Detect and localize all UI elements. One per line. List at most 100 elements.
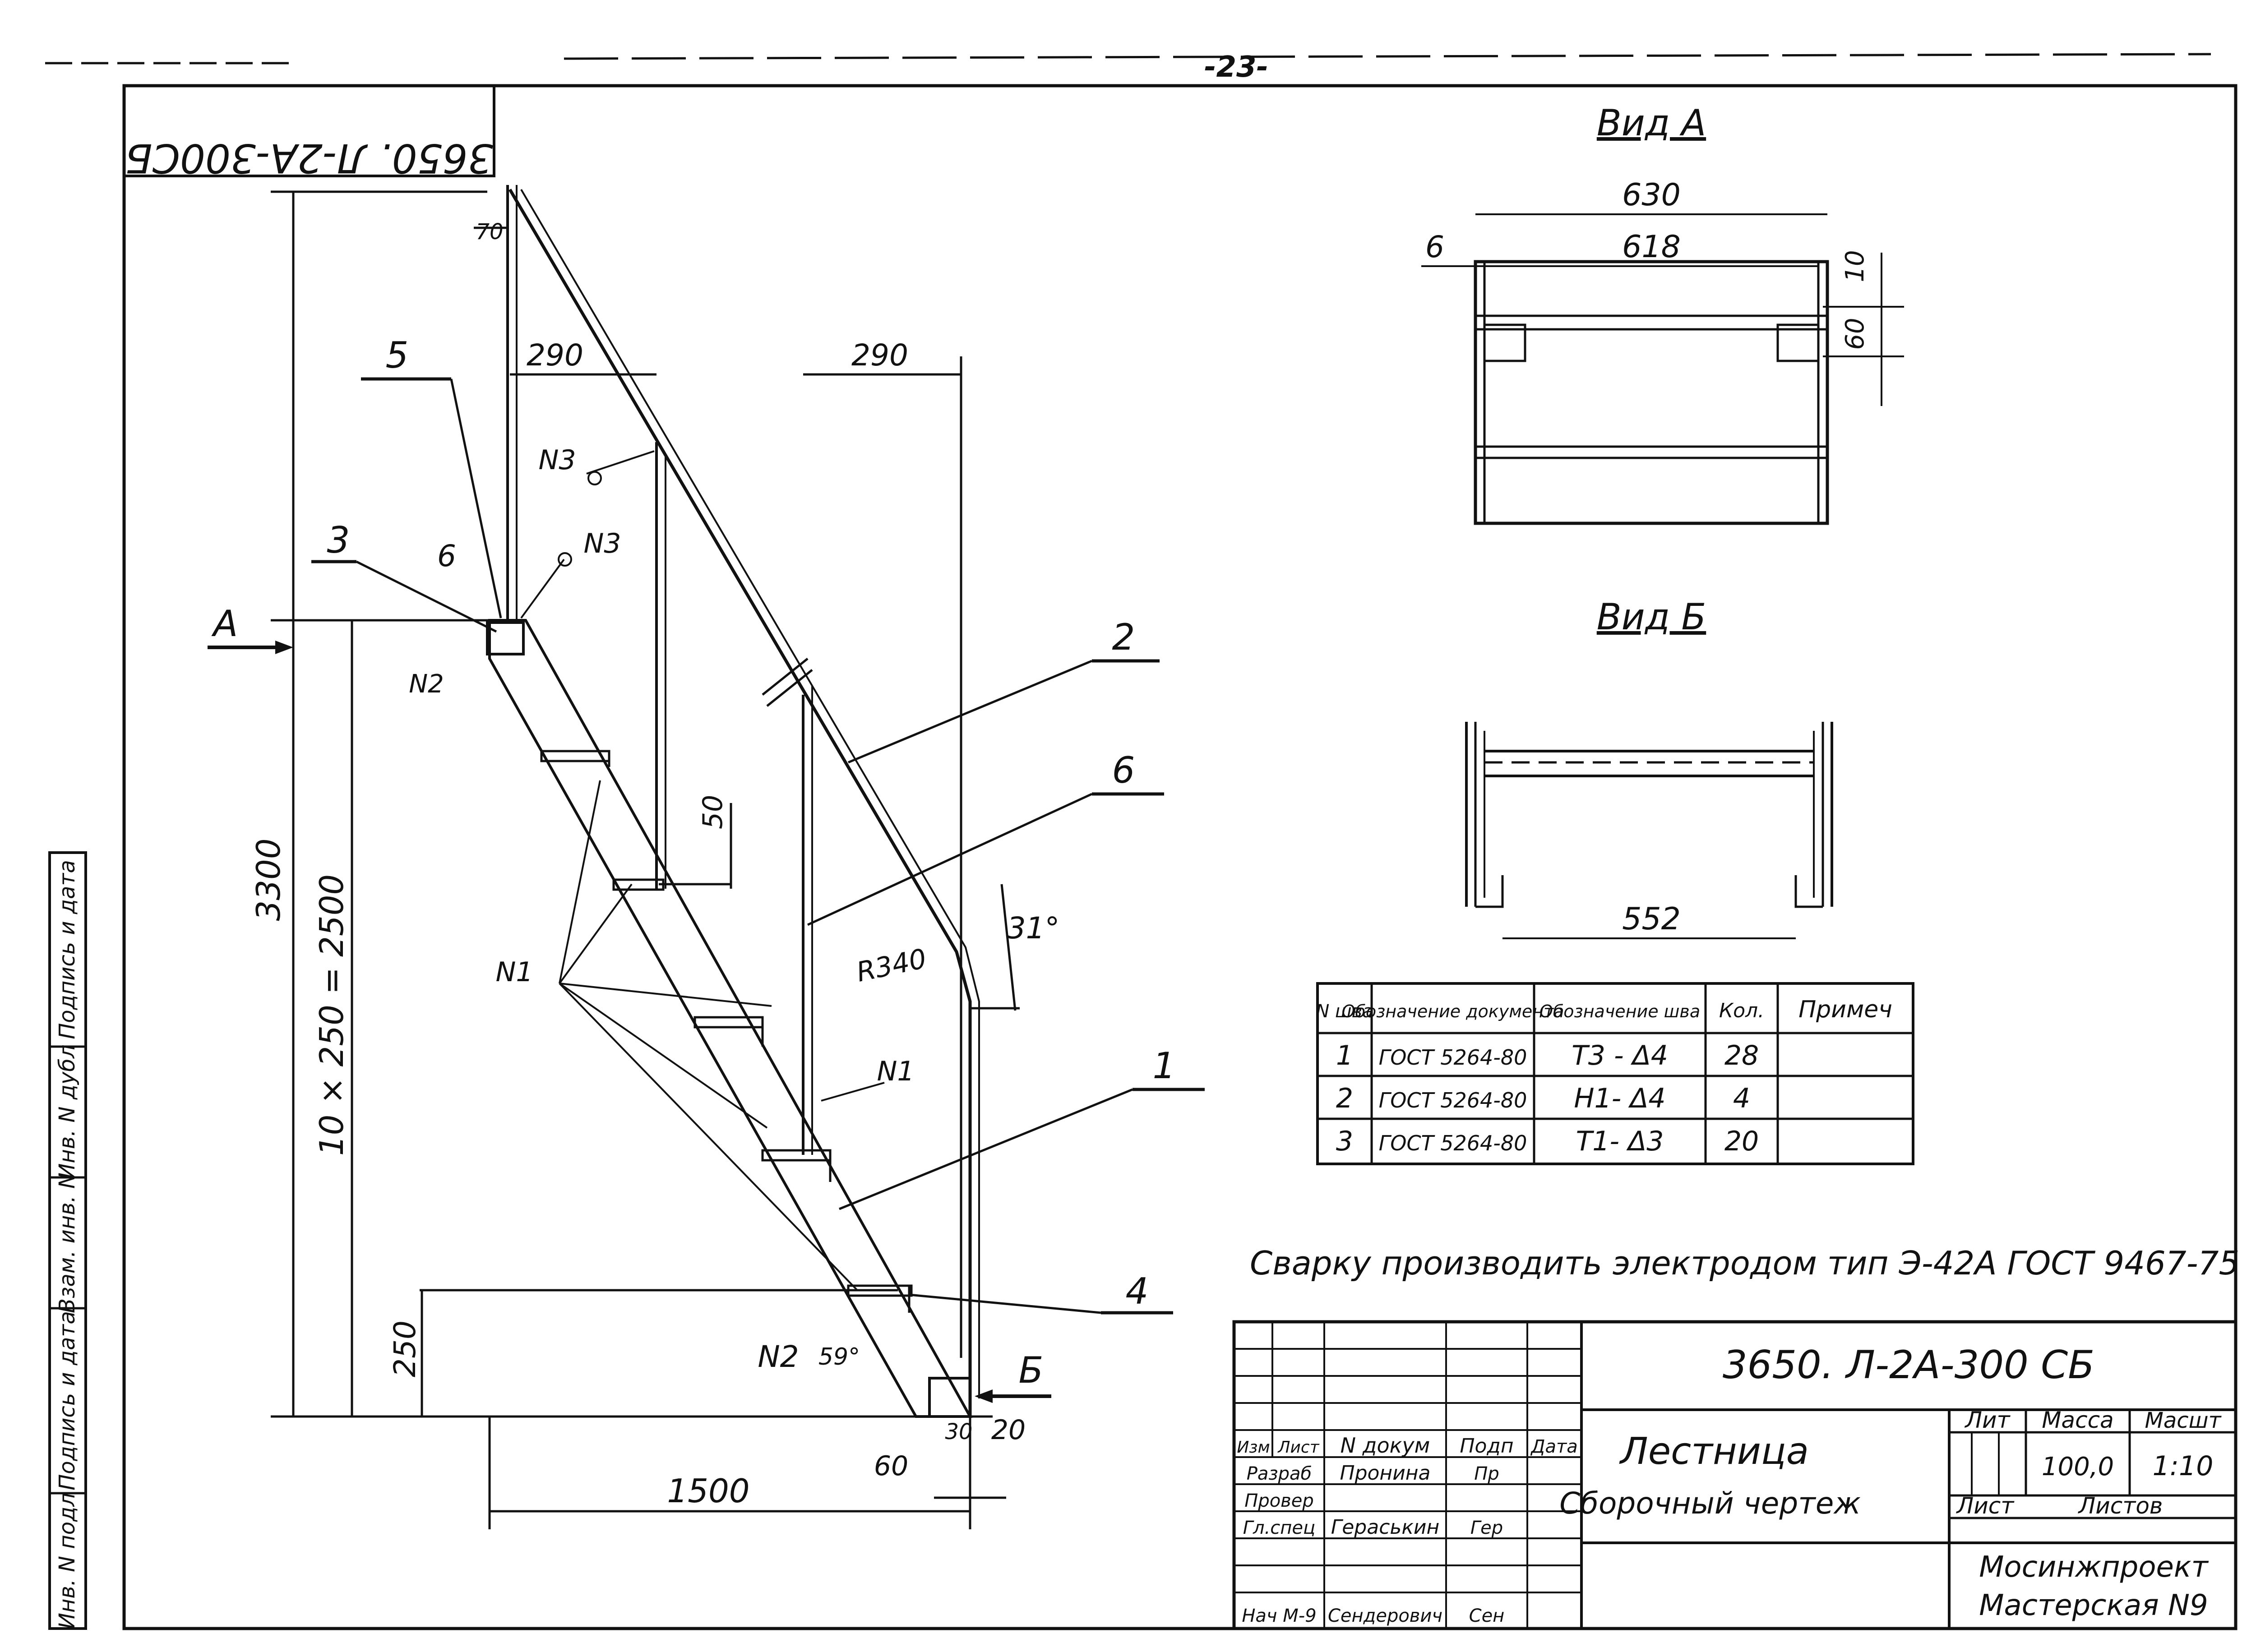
- weld-n3-mid: N3: [583, 528, 621, 559]
- margin-inv-duplicate: Инв. N дубл: [55, 1044, 80, 1179]
- weld-table-header-no: N шва: [1316, 1001, 1373, 1022]
- weld-table-r1-doc: ГОСТ 5264-80: [1379, 1045, 1527, 1070]
- dim-6-side: 6: [437, 539, 456, 573]
- weld-table-header-note: Примеч: [1798, 996, 1892, 1023]
- view-b-dim-552: 552: [1622, 901, 1681, 937]
- dim-50: 50: [697, 795, 729, 829]
- steps: [540, 750, 913, 1313]
- weld-table-r1-seam: Т3 - Δ4: [1572, 1040, 1668, 1071]
- tb-sheet-label: Лист: [1956, 1493, 2015, 1519]
- tb-role-developer: Разраб: [1247, 1463, 1312, 1484]
- tb-mass-label: Масса: [2042, 1407, 2113, 1433]
- dim-250: 250: [388, 1320, 422, 1377]
- radius-340: R340: [854, 943, 929, 988]
- margin-sign-date-2: Подпись и дата: [55, 860, 80, 1039]
- mirrored-stamp-box: [123, 84, 495, 177]
- view-a-arrow-label: А: [211, 603, 238, 645]
- top-bracket: [486, 621, 525, 655]
- handrail: [508, 189, 972, 1417]
- tb-role-checker: Провер: [1244, 1490, 1314, 1511]
- view-a-dim-60: 60: [1840, 318, 1870, 350]
- weld-n1-left: N1: [495, 956, 533, 988]
- tb-sign-head: Сен: [1469, 1606, 1505, 1626]
- tb-org-1: Мосинжпроект: [1979, 1550, 2209, 1584]
- dim-20: 20: [991, 1414, 1026, 1446]
- tb-name-developer: Пронина: [1340, 1462, 1430, 1485]
- callout-6: 6: [1112, 749, 1135, 791]
- weld-n2-bottom: N2: [758, 1339, 799, 1374]
- weld-table-r2-no: 2: [1336, 1083, 1353, 1114]
- side-view-dimension-lines: [271, 190, 1020, 1529]
- weld-leaders: [520, 450, 885, 1291]
- tb-col-data: Дата: [1530, 1436, 1578, 1457]
- tb-mass-value: 100,0: [2042, 1452, 2114, 1481]
- tb-col-izm: Изм: [1237, 1438, 1270, 1457]
- weld-table-r1-no: 1: [1336, 1040, 1353, 1071]
- tb-lit-label: Лит: [1964, 1407, 2011, 1433]
- margin-inv-original: Инв. N подл: [55, 1493, 80, 1629]
- tb-sign-chief-spec: Гер: [1470, 1518, 1503, 1538]
- weld-table: [1316, 982, 1914, 1165]
- weld-table-r1-qty: 28: [1724, 1040, 1759, 1071]
- title-main: Лестница: [1619, 1430, 1809, 1473]
- tb-role-head: Нач М-9: [1242, 1606, 1316, 1626]
- weld-table-header-doc: Обозначение документа: [1341, 1001, 1564, 1021]
- angle-59: 59°: [818, 1343, 860, 1371]
- view-a-dim-6: 6: [1425, 230, 1444, 264]
- weld-table-r2-seam: Н1- Δ4: [1574, 1083, 1665, 1114]
- weld-table-r3-no: 3: [1336, 1126, 1353, 1157]
- weld-table-r3-seam: Т1- Δ3: [1576, 1126, 1664, 1157]
- ladder-stringer: [488, 619, 973, 1418]
- view-a-drawing: [1421, 213, 1904, 525]
- weld-n3-top: N3: [538, 444, 576, 476]
- dim-290-right: 290: [851, 338, 908, 373]
- weld-table-header-qty: Кол.: [1719, 999, 1764, 1022]
- dim-1500: 1500: [667, 1472, 749, 1510]
- view-a-dim-10: 10: [1840, 250, 1870, 282]
- dim-30: 30: [945, 1419, 972, 1444]
- callout-5: 5: [386, 334, 409, 376]
- callout-4: 4: [1126, 1270, 1149, 1312]
- tb-col-list: Лист: [1277, 1438, 1319, 1457]
- view-b-title: Вид Б: [1597, 596, 1706, 638]
- weld-n2-top: N2: [409, 669, 444, 699]
- weld-table-r3-qty: 20: [1724, 1126, 1759, 1157]
- callout-leaders: [311, 377, 1205, 1315]
- tb-sheets-label: Листов: [2078, 1493, 2163, 1519]
- welding-note: Сварку производить электродом тип Э-42А …: [1250, 1244, 2239, 1282]
- tb-scale-label: Масшт: [2145, 1408, 2222, 1433]
- margin-sign-date-1: Подпись и дата: [55, 1311, 80, 1490]
- callout-1: 1: [1153, 1045, 1176, 1087]
- weld-table-r3-doc: ГОСТ 5264-80: [1379, 1131, 1527, 1155]
- weld-table-r2-qty: 4: [1733, 1083, 1750, 1114]
- weld-table-header-seam: Обозначение шва: [1539, 1001, 1700, 1021]
- dim-290-left: 290: [527, 338, 583, 373]
- view-b-arrow-label: Б: [1019, 1349, 1044, 1391]
- dim-60-bottom: 60: [874, 1450, 908, 1482]
- view-b-drawing: [1465, 722, 1833, 939]
- weld-table-r2-doc: ГОСТ 5264-80: [1379, 1088, 1527, 1112]
- dim-70: 70: [476, 219, 503, 245]
- title-block: [1232, 1320, 2238, 1630]
- tb-role-chief-spec: Гл.спец: [1243, 1518, 1316, 1538]
- tb-org-2: Мастерская N9: [1979, 1589, 2208, 1622]
- callout-3: 3: [327, 519, 350, 561]
- dim-steps: 10 × 250 = 2500: [313, 874, 351, 1156]
- tb-sign-developer: Пр: [1474, 1463, 1499, 1484]
- view-a-dim-630: 630: [1622, 177, 1681, 213]
- view-a-dim-618: 618: [1622, 229, 1681, 265]
- tb-scale-value: 1:10: [2153, 1450, 2214, 1482]
- view-a-arrow: [208, 641, 293, 654]
- tb-col-ndokum: N докум: [1341, 1433, 1430, 1458]
- mirrored-stamp-code: 3650. Л-2А-300СБ: [125, 135, 493, 181]
- title-code: 3650. Л-2А-300 СБ: [1723, 1343, 2094, 1388]
- dim-3300: 3300: [250, 838, 287, 921]
- margin-strip: [48, 851, 87, 1630]
- view-b-arrow: [975, 1389, 1051, 1403]
- sheet-frame: [45, 53, 2238, 1630]
- page-number: -23-: [1204, 51, 1268, 84]
- tb-name-chief-spec: Гераськин: [1331, 1516, 1440, 1539]
- bottom-support: [928, 1377, 971, 1418]
- title-subtitle: Сборочный чертеж: [1559, 1486, 1861, 1521]
